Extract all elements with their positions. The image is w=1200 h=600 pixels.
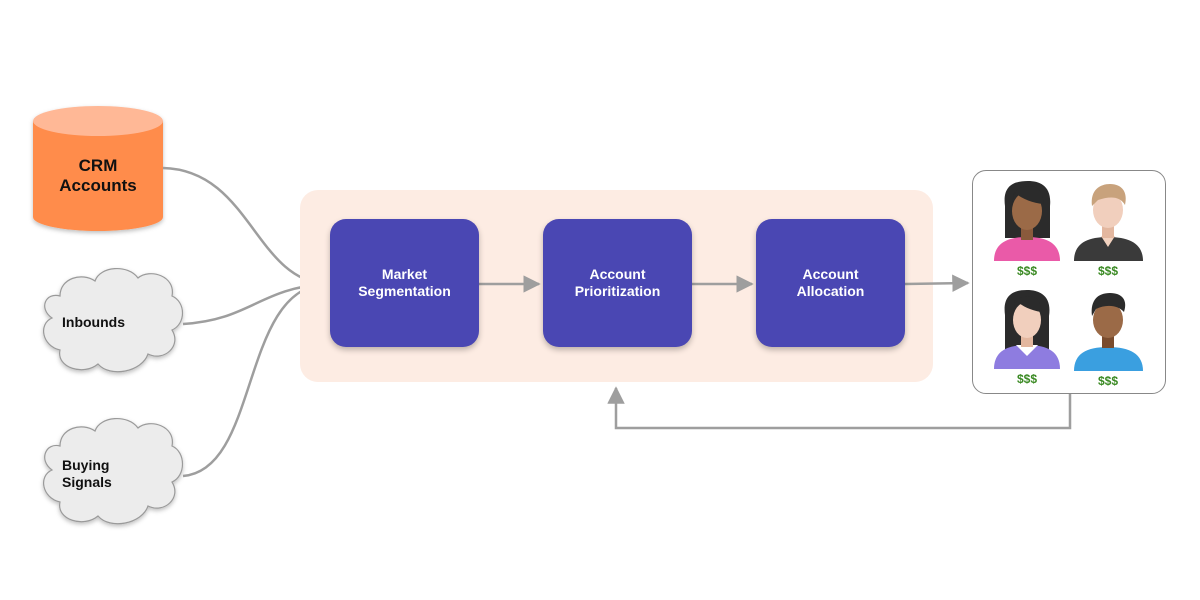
step-label-line2: Segmentation [358, 283, 451, 299]
step-label-line1: Account [589, 265, 646, 282]
crm-accounts-label: CRM Accounts [33, 156, 163, 197]
signals-label-line2: Signals [62, 473, 112, 490]
account-prioritization-step[interactable]: Account Prioritization [543, 219, 692, 347]
seller-value-label: $$$ [1016, 264, 1038, 278]
seller-value-label: $$$ [1097, 264, 1119, 278]
step-label-line2: Prioritization [574, 283, 661, 299]
crm-label-line2: Accounts [59, 176, 137, 196]
step-label-line2: Allocation [796, 283, 865, 299]
buying-signals-cloud-icon [43, 418, 184, 525]
market-segmentation-step[interactable]: Market Segmentation [330, 219, 479, 347]
buying-signals-label: Buying Signals [62, 457, 112, 491]
feedback-loop-arrow [607, 386, 1072, 430]
signals-label-line1: Buying [62, 457, 110, 473]
crm-database-icon [33, 106, 163, 231]
seller-avatar-icon [1074, 293, 1143, 371]
seller-value-label: $$$ [1097, 374, 1119, 388]
seller-avatar-icon [994, 290, 1060, 369]
step-label-line1: Market [381, 265, 428, 282]
seller-value-label: $$$ [1016, 372, 1038, 386]
step-label-line1: Account [802, 265, 859, 282]
allocation-to-sellers-arrow [904, 274, 970, 292]
inbounds-cloud-icon [43, 268, 184, 373]
crm-label-line1: CRM [78, 156, 118, 175]
signals-to-segmentation-connector [182, 282, 327, 478]
seller-avatar-icon [994, 181, 1060, 261]
seller-avatar-icon [1074, 184, 1143, 261]
account-allocation-step[interactable]: Account Allocation [756, 219, 905, 347]
inbounds-label: Inbounds [62, 314, 125, 330]
